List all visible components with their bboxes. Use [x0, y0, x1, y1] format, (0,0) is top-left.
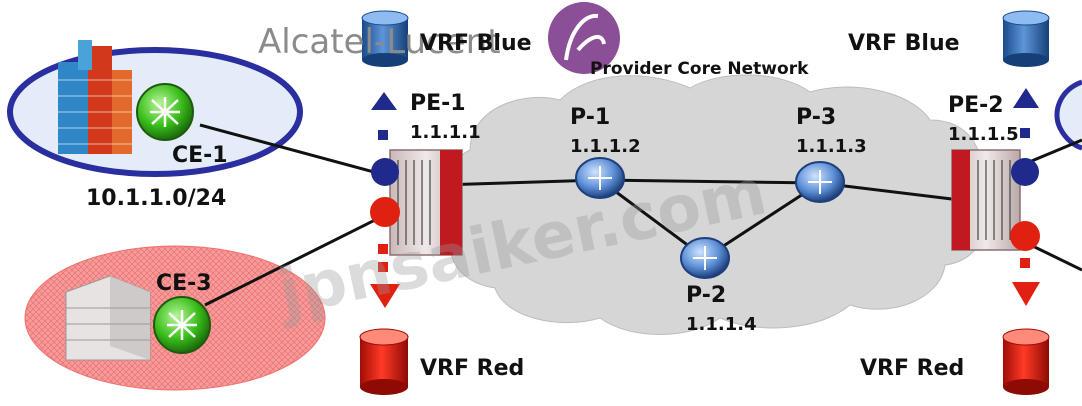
- vrf-red-right-cylinder-icon: [1002, 328, 1050, 395]
- p3-name: P-3: [796, 105, 836, 130]
- vrf-red-left-label: VRF Red: [420, 356, 524, 381]
- pe1-router-chassis-icon: [389, 149, 463, 256]
- pe2-name: PE-2: [948, 93, 1004, 118]
- vrf-blue-right-label: VRF Blue: [848, 31, 960, 56]
- pe2-router-chassis-icon: [951, 149, 1021, 251]
- vrf-red-left-arrow-icon: [370, 197, 400, 308]
- vrf-blue-left-arrow-icon: [371, 92, 399, 186]
- p3-router-icon: [795, 161, 845, 203]
- p2-router-icon: [680, 237, 730, 279]
- p2-ip: 1.1.1.4: [686, 314, 757, 335]
- p3-ip: 1.1.1.3: [796, 136, 867, 157]
- vrf-red-left-cylinder-icon: [359, 328, 409, 395]
- vrf-blue-right-cylinder-icon: [1002, 10, 1050, 67]
- ce1-buildings-icon: [58, 40, 132, 154]
- ce3-name: CE-3: [156, 271, 212, 296]
- cloud-title: Provider Core Network: [590, 59, 809, 79]
- vrf-blue-left-cylinder-icon: [361, 10, 409, 67]
- alcatel-lucent-logo: [548, 2, 620, 74]
- pe2-site-ellipse-partial: [1054, 79, 1082, 151]
- link-pe1-p1: [439, 178, 601, 187]
- ce1-subnet: 10.1.1.0/24: [86, 186, 226, 211]
- p1-router-icon: [575, 157, 625, 199]
- p1-name: P-1: [570, 105, 610, 130]
- brand-name: Alcatel-Lucent: [258, 22, 501, 62]
- ce3-router-icon: [153, 296, 211, 354]
- provider-core-cloud: [441, 74, 988, 335]
- p2-name: P-2: [686, 283, 726, 308]
- pe1-name: PE-1: [410, 91, 466, 116]
- vrf-red-right-label: VRF Red: [860, 356, 964, 381]
- ce3-building-icon: [65, 275, 151, 361]
- vrf-blue-left-label: VRF Blue: [420, 31, 532, 56]
- ce1-router-icon: [136, 83, 194, 141]
- ce1-name: CE-1: [172, 143, 228, 168]
- p1-ip: 1.1.1.2: [570, 136, 641, 157]
- link-p1-p3: [599, 178, 821, 185]
- vrf-red-right-arrow-icon: [1010, 221, 1040, 306]
- vrf-blue-right-arrow-icon: [1011, 88, 1039, 186]
- link-ce1-pe1: [199, 123, 386, 177]
- pe2-ip: 1.1.1.5: [948, 124, 1019, 145]
- link-ce3-pe1: [204, 208, 396, 307]
- pe1-ip: 1.1.1.1: [410, 122, 481, 143]
